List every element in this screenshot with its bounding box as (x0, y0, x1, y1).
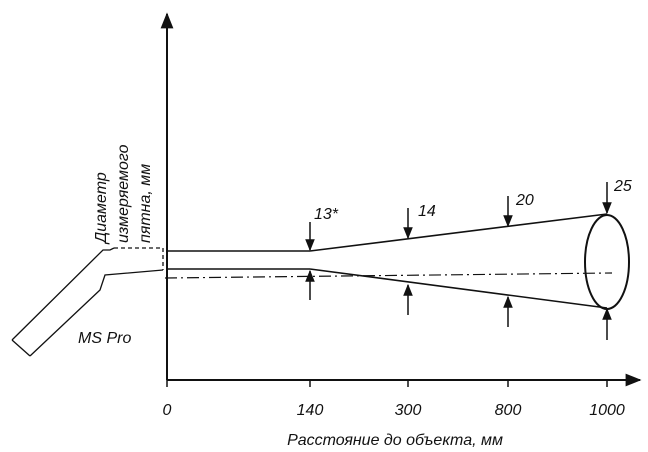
spot-size-label-300: 14 (418, 203, 436, 220)
x-tick-label-800: 800 (495, 402, 522, 419)
y-axis-label-line3: пятна, мм (137, 164, 154, 243)
device-label: MS Pro (78, 330, 131, 347)
beam-outline (167, 213, 608, 309)
x-tick-label-0: 0 (163, 402, 172, 419)
y-axis-label-line1: Диаметр (93, 172, 110, 245)
spot-size-label-1000: 25 (613, 178, 632, 195)
optical-axis (164, 272, 613, 279)
x-axis-ticks (166, 380, 608, 387)
y-axis-label-line2: измеряемого (115, 144, 132, 243)
x-tick-label-1000: 1000 (589, 402, 625, 419)
measurement-spot (584, 214, 630, 310)
x-tick-label-300: 300 (395, 402, 422, 419)
spot-arrows (305, 182, 612, 340)
spot-size-label-140: 13* (314, 206, 339, 223)
device-outline (11, 247, 164, 357)
y-axis-label: Диаметр измеряемого пятна, мм (93, 144, 154, 245)
x-tick-label-140: 140 (297, 402, 324, 419)
x-axis-label: Расстояние до объекта, мм (287, 432, 503, 449)
spot-size-label-800: 20 (515, 192, 534, 209)
